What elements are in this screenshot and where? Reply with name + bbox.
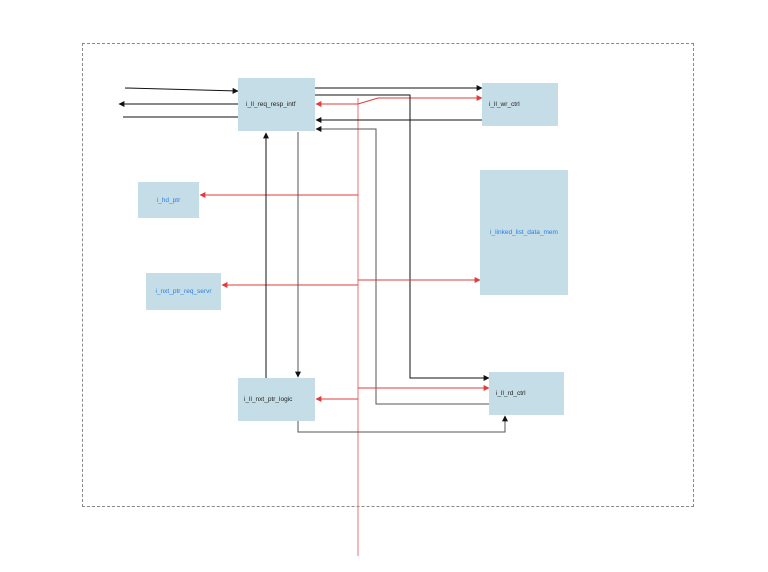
rd-ctrl-response-wire bbox=[315, 126, 489, 405]
red-wire-to-wr-ctrl bbox=[357, 95, 483, 105]
block-label: i_ll_req_resp_intf bbox=[246, 101, 296, 108]
block-req-resp-intf[interactable]: i_ll_req_resp_intf bbox=[238, 78, 315, 131]
nxt-ptr-to-rd-ctrl-wire bbox=[297, 415, 508, 433]
block-wr-ctrl[interactable]: i_ll_wr_ctrl bbox=[482, 83, 558, 126]
block-nxt-ptr-logic[interactable]: i_ll_nxt_ptr_logic bbox=[238, 378, 315, 421]
block-label: i_linked_list_data_mem bbox=[490, 229, 558, 236]
block-nxt-ptr-req-servr[interactable]: i_nxt_ptr_req_servr bbox=[146, 273, 221, 310]
input-port-wire bbox=[124, 87, 239, 94]
block-label: i_ll_wr_ctrl bbox=[489, 101, 520, 108]
block-label: i_hd_ptr bbox=[156, 196, 181, 204]
block-label: i_nxt_ptr_req_servr bbox=[155, 288, 212, 295]
top-module-boundary bbox=[82, 43, 694, 507]
block-rd-ctrl[interactable]: i_ll_rd_ctrl bbox=[489, 372, 564, 415]
block-label: i_ll_nxt_ptr_logic bbox=[244, 396, 293, 403]
rd-ctrl-request-wire bbox=[315, 94, 490, 381]
block-label: i_ll_rd_ctrl bbox=[496, 390, 526, 397]
block-hd-ptr[interactable]: i_hd_ptr bbox=[138, 182, 199, 218]
block-linked-list-data-mem[interactable]: i_linked_list_data_mem bbox=[480, 170, 568, 295]
